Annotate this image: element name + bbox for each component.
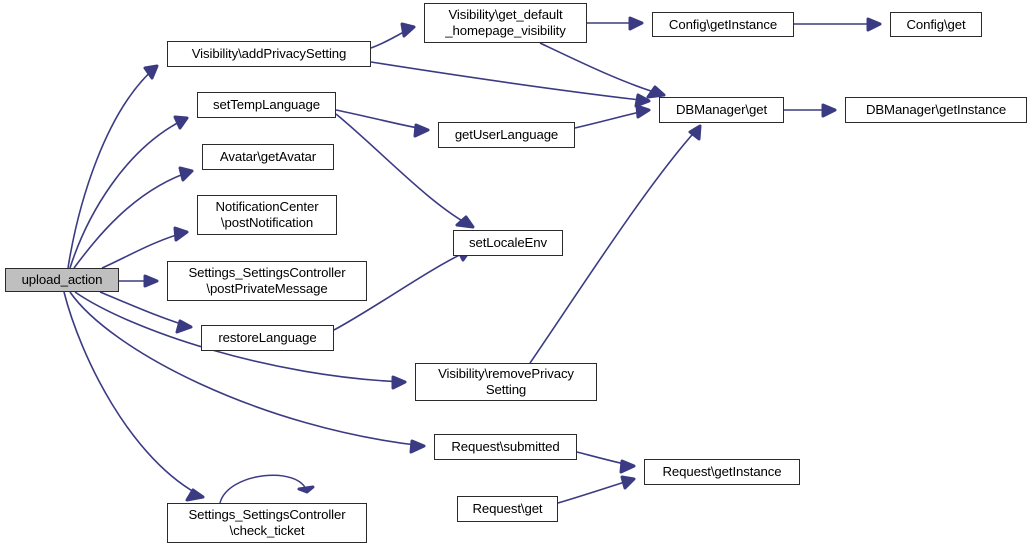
arrowhead-upload_action-to-getAvatar (178, 166, 194, 182)
graph-node-label: Config\getInstance (668, 16, 778, 32)
arrowhead-upload_action-to-postNotification (173, 226, 189, 242)
edge-upload_action-to-setTempLanguage (69, 117, 188, 269)
arrowhead-check_ticket-to-check_ticket (297, 485, 315, 494)
graph-node-requestSubmitted[interactable]: Request\submitted (434, 434, 577, 460)
graph-node-label: Request\getInstance (662, 464, 782, 480)
arrowhead-upload_action-to-removePrivacySetting (391, 375, 407, 390)
arrowhead-configGetInstance-to-configGet (866, 17, 882, 32)
arrowhead-removePrivacySetting-to-dbManagerGet (688, 124, 702, 141)
graph-node-label: Visibility\removePrivacy Setting (438, 366, 574, 397)
graph-node-setTempLanguage[interactable]: setTempLanguage (197, 92, 336, 118)
graph-node-getAvatar[interactable]: Avatar\getAvatar (202, 144, 334, 170)
graph-node-addPrivacySetting[interactable]: Visibility\addPrivacySetting (167, 41, 371, 67)
graph-node-label: Request\submitted (451, 439, 560, 455)
arrowhead-dbManagerGet-to-dbManagerGetInstance (821, 103, 837, 118)
edge-upload_action-to-addPrivacySetting (67, 65, 158, 269)
graph-node-get_default_homepage[interactable]: Visibility\get_default _homepage_visibil… (424, 3, 587, 43)
arrowhead-setTempLanguage-to-getUserLanguage (413, 123, 430, 138)
edge-get_default_homepage-to-dbManagerGet (539, 42, 665, 96)
graph-node-label: DBManager\getInstance (865, 102, 1007, 118)
edge-upload_action-to-check_ticket (63, 291, 204, 498)
graph-node-label: Avatar\getAvatar (219, 149, 317, 165)
graph-node-postPrivateMessage[interactable]: Settings_SettingsController \postPrivate… (167, 261, 367, 301)
arrowhead-requestSubmitted-to-requestGetInstance (619, 459, 636, 474)
graph-node-label: DBManager\get (675, 102, 768, 118)
arrowhead-setTempLanguage-to-setLocaleEnv (455, 215, 475, 229)
edge-removePrivacySetting-to-dbManagerGet (529, 125, 701, 364)
graph-node-label: upload_action (21, 272, 103, 288)
graph-node-label: Settings_SettingsController \postPrivate… (188, 265, 346, 296)
graph-node-label: Visibility\addPrivacySetting (191, 46, 347, 62)
edge-restoreLanguage-to-setLocaleEnv (333, 249, 471, 331)
graph-node-requestGet[interactable]: Request\get (457, 496, 558, 522)
edge-upload_action-to-getAvatar (73, 170, 193, 269)
arrowhead-upload_action-to-setTempLanguage (173, 115, 189, 130)
arrowhead-upload_action-to-check_ticket (185, 488, 205, 502)
graph-node-label: Visibility\get_default _homepage_visibil… (445, 7, 566, 38)
graph-node-removePrivacySetting[interactable]: Visibility\removePrivacy Setting (415, 363, 597, 401)
graph-node-configGet[interactable]: Config\get (890, 12, 982, 37)
graph-node-dbManagerGet[interactable]: DBManager\get (659, 97, 784, 123)
arrowhead-getUserLanguage-to-dbManagerGet (635, 104, 651, 119)
graph-node-label: getUserLanguage (454, 127, 559, 143)
edge-setTempLanguage-to-setLocaleEnv (335, 113, 474, 228)
graph-node-restoreLanguage[interactable]: restoreLanguage (201, 325, 334, 351)
graph-node-label: Config\get (906, 16, 966, 32)
arrowhead-get_default_homepage-to-dbManagerGet (646, 85, 666, 99)
graph-node-label: Request\get (472, 501, 543, 517)
edge-check_ticket-to-check_ticket (219, 474, 308, 504)
graph-node-setLocaleEnv[interactable]: setLocaleEnv (453, 230, 563, 256)
graph-node-dbManagerGetInstance[interactable]: DBManager\getInstance (845, 97, 1027, 123)
graph-node-postNotification[interactable]: NotificationCenter \postNotification (197, 195, 337, 235)
edge-addPrivacySetting-to-dbManagerGet (370, 61, 650, 102)
graph-node-label: Settings_SettingsController \check_ticke… (188, 507, 346, 538)
edge-setTempLanguage-to-getUserLanguage (335, 109, 429, 131)
arrowhead-upload_action-to-requestSubmitted (409, 439, 426, 454)
arrowhead-requestGet-to-requestGetInstance (620, 475, 636, 490)
arrowhead-get_default_homepage-to-configGetInstance (628, 16, 644, 31)
graph-node-requestGetInstance[interactable]: Request\getInstance (644, 459, 800, 485)
arrowhead-addPrivacySetting-to-dbManagerGet (634, 93, 651, 108)
arrowhead-upload_action-to-postPrivateMessage (143, 274, 159, 288)
graph-node-label: setLocaleEnv (469, 235, 547, 251)
arrowhead-upload_action-to-addPrivacySetting (143, 64, 159, 80)
graph-node-upload_action[interactable]: upload_action (5, 268, 119, 292)
arrowhead-upload_action-to-restoreLanguage (175, 319, 193, 334)
graph-node-check_ticket[interactable]: Settings_SettingsController \check_ticke… (167, 503, 367, 543)
graph-node-getUserLanguage[interactable]: getUserLanguage (438, 122, 575, 148)
arrowhead-addPrivacySetting-to-get_default_homepage (400, 22, 416, 38)
graph-node-label: restoreLanguage (218, 330, 317, 346)
edge-upload_action-to-requestSubmitted (69, 291, 425, 447)
graph-node-configGetInstance[interactable]: Config\getInstance (652, 12, 794, 37)
graph-node-label: setTempLanguage (212, 97, 320, 113)
graph-node-label: NotificationCenter \postNotification (215, 199, 319, 230)
